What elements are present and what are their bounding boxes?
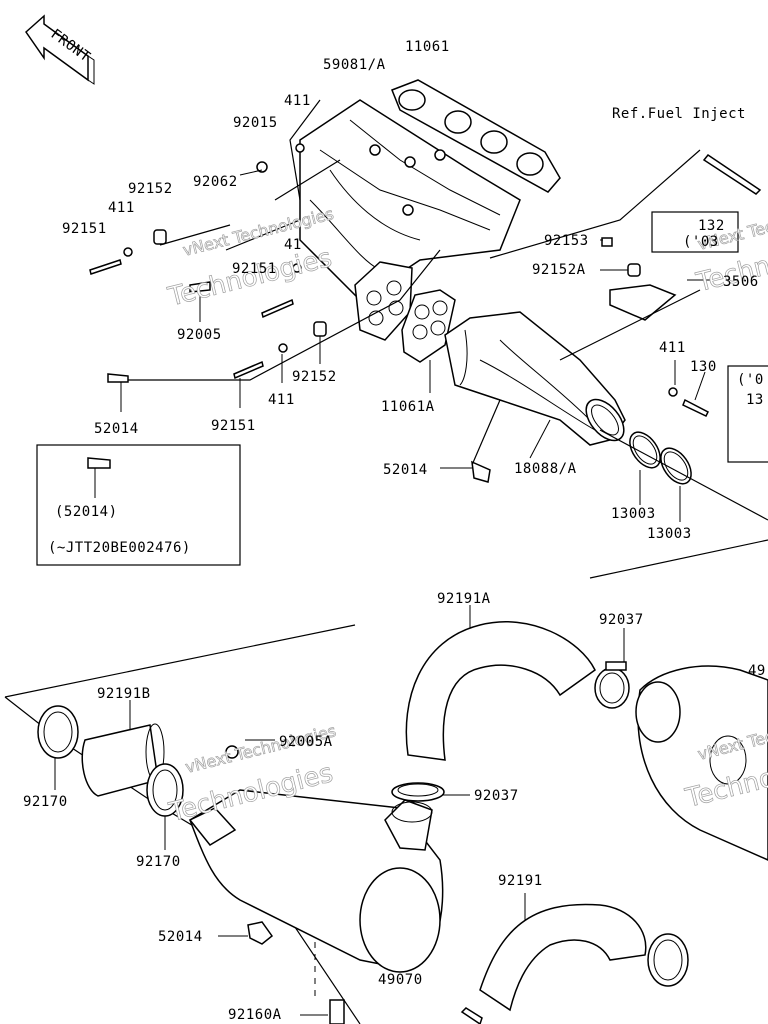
label-52014-a: 52014 [94, 421, 139, 437]
label-92152a: 92152A [532, 262, 586, 278]
label-59081a: 59081/A [323, 57, 386, 73]
hose-clamp-92037-top [594, 661, 630, 709]
label-92151-b: 92151 [232, 261, 277, 277]
label-92005: 92005 [177, 327, 222, 343]
label-11061a: 11061A [381, 399, 435, 415]
label-92152-b: 92152 [292, 369, 337, 385]
fitting-52014-lower [247, 921, 274, 945]
label-03: ('03 [683, 234, 719, 250]
label-92170-a: 92170 [23, 794, 68, 810]
exhaust-gasket-11061a [401, 289, 456, 363]
label-11061: 11061 [405, 39, 450, 55]
label-92037-b: 92037 [474, 788, 519, 804]
hose-clamp-92037-lower-right [647, 933, 689, 987]
label-92191: 92191 [498, 873, 543, 889]
label-92005a: 92005A [279, 734, 333, 750]
label-92153: 92153 [544, 233, 589, 249]
label-92191a: 92191A [437, 591, 491, 607]
label-92151-a: 92151 [62, 221, 107, 237]
exhaust-manifold [299, 99, 521, 301]
o-rings-13003 [629, 431, 692, 485]
label-3506: 3506 [723, 274, 759, 290]
label-52014-c: 52014 [158, 929, 203, 945]
hose-92191b [81, 723, 165, 797]
label-130: 130 [690, 359, 717, 375]
label-411-d: 411 [659, 340, 686, 356]
label-inset-part: (52014) [55, 504, 118, 520]
hose-clamp-92170-left [37, 705, 79, 759]
label-0x: ('0 [737, 372, 764, 388]
ref-box-03 [651, 211, 739, 253]
label-92151-c: 92151 [211, 418, 256, 434]
inset-box-early-serial [36, 444, 241, 566]
label-132: 132 [698, 218, 725, 234]
manifold-gasket [391, 79, 561, 193]
label-13003-a: 13003 [611, 506, 656, 522]
front-direction-badge: FRONT [25, 14, 95, 85]
label-49070: 49070 [378, 972, 423, 988]
hose-92191 [479, 903, 647, 1012]
label-92015: 92015 [233, 115, 278, 131]
label-92160a: 92160A [228, 1007, 282, 1023]
muffler-49x [635, 665, 768, 861]
watermark-upper-left: vNext Technologies Technologies [164, 204, 336, 313]
ref-box-0x [727, 365, 768, 463]
label-13003-b: 13003 [647, 526, 692, 542]
label-49x: 49 [748, 663, 766, 679]
part-labels: 11061 59081/A 411 92015 92062 92152 411 … [23, 39, 766, 1023]
label-92152-a: 92152 [128, 181, 173, 197]
label-92170-b: 92170 [136, 854, 181, 870]
bolts-and-washers [89, 143, 762, 483]
hose-clamp-92037-mid [391, 782, 445, 802]
hose-92191a [405, 620, 596, 761]
label-411-a: 411 [284, 93, 311, 109]
label-92191b: 92191B [97, 686, 151, 702]
label-13x: 13 [746, 392, 764, 408]
label-411-b: 411 [108, 200, 135, 216]
label-92062: 92062 [193, 174, 238, 190]
upper-leader-lines [120, 99, 768, 579]
fitting-92160a [329, 999, 483, 1024]
hose-clamp-92170-mid [146, 763, 184, 817]
label-92037-a: 92037 [599, 612, 644, 628]
label-41: 41 [284, 237, 302, 253]
label-ref-fuel-inject: Ref.Fuel Inject [612, 106, 746, 122]
label-411-c: 411 [268, 392, 295, 408]
label-inset-serial: (~JTT20BE002476) [48, 540, 191, 556]
exhaust-pipe-18088a [444, 311, 626, 446]
silencer-49070 [188, 745, 444, 973]
label-18088a: 18088/A [514, 461, 577, 477]
label-52014-b: 52014 [383, 462, 428, 478]
